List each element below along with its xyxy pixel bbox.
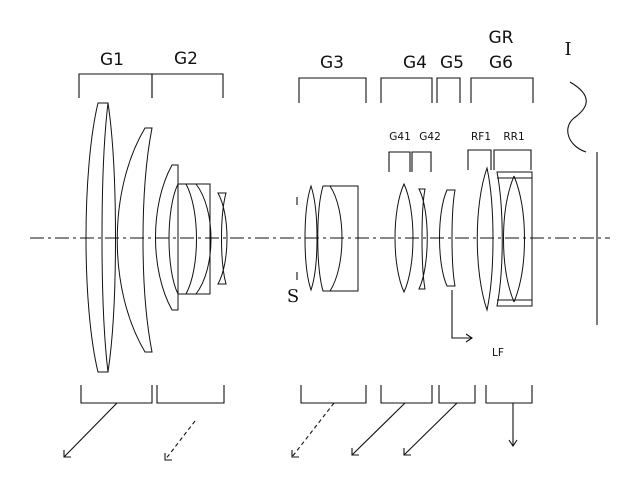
label-rr1: RR1 xyxy=(503,131,524,143)
label-g6: G6 xyxy=(489,53,513,73)
lens-g5 xyxy=(439,189,456,287)
lf-leader xyxy=(451,290,472,339)
arrowhead-g2 xyxy=(164,453,172,461)
label-g41: G41 xyxy=(389,131,411,143)
label-rf1: RF1 xyxy=(471,131,491,143)
lens-g2-b-inner2 xyxy=(195,183,212,295)
bracket-g42 xyxy=(411,151,432,172)
sub-brackets xyxy=(388,149,532,172)
bracket-g1 xyxy=(78,73,153,98)
bracket-g3 xyxy=(298,77,367,103)
lens-rr1-cement-b xyxy=(513,175,525,303)
lens-g3-a xyxy=(304,184,318,292)
lens-g1-a-cement xyxy=(107,102,116,373)
label-gr: GR xyxy=(489,28,514,48)
top-brackets xyxy=(78,73,534,103)
bottom-bracket-g2 xyxy=(156,385,225,404)
lens-g3-b-cement xyxy=(329,185,343,292)
lens-g3-b xyxy=(317,185,359,292)
lens-g42 xyxy=(418,188,428,290)
bracket-g2 xyxy=(151,73,224,98)
lens-group-g5: LF xyxy=(439,189,504,359)
lens-group-g6 xyxy=(476,166,533,312)
arrow-g4 xyxy=(351,402,406,456)
bracket-g5 xyxy=(436,77,461,103)
lens-group-g2 xyxy=(155,164,228,311)
arrowhead-g1 xyxy=(63,450,71,458)
bottom-bracket-g6 xyxy=(485,385,533,404)
label-g5: G5 xyxy=(440,53,464,73)
lens-g41 xyxy=(394,182,414,294)
lens-g2-b xyxy=(168,183,211,295)
bottom-bracket-g1 xyxy=(80,385,153,404)
lens-g2-a xyxy=(155,164,179,311)
aperture-stop: S xyxy=(287,197,299,307)
arrowhead-g3 xyxy=(291,450,299,458)
label-lf: LF xyxy=(492,347,504,359)
lens-g2-c xyxy=(217,192,228,285)
arrowhead-g6 xyxy=(508,439,518,447)
bracket-g41 xyxy=(388,151,411,172)
arrowhead-g4 xyxy=(351,448,359,456)
bracket-rf1 xyxy=(467,149,492,170)
bottom-bracket-g3 xyxy=(300,385,367,404)
bracket-g6 xyxy=(470,77,534,103)
label-g3: G3 xyxy=(320,53,344,73)
lens-g1-b xyxy=(116,127,153,353)
label-g1: G1 xyxy=(100,50,124,70)
label-image-plane: I xyxy=(564,39,571,60)
lens-rr1-cement-a xyxy=(503,175,515,303)
lens-group-g4 xyxy=(394,182,428,294)
arrow-g1 xyxy=(63,402,118,458)
image-plane-wave xyxy=(567,81,587,153)
lens-group-g1 xyxy=(85,102,153,373)
lf-arrowhead xyxy=(465,333,473,343)
movement-arrows xyxy=(63,402,518,461)
bracket-g4 xyxy=(380,77,433,103)
bracket-rr1 xyxy=(493,149,532,170)
lens-group-g3 xyxy=(304,184,359,292)
lens-rf1 xyxy=(476,166,494,312)
label-g42: G42 xyxy=(419,131,441,143)
label-g2: G2 xyxy=(174,49,198,69)
lens-g2-b-inner xyxy=(185,183,197,295)
label-stop: S xyxy=(287,286,299,307)
bottom-bracket-g5 xyxy=(438,385,476,404)
arrow-g2 xyxy=(164,420,196,461)
arrow-g5 xyxy=(403,402,458,456)
arrow-g3 xyxy=(291,402,335,458)
bottom-brackets xyxy=(80,385,533,404)
label-g4: G4 xyxy=(403,53,427,73)
bottom-bracket-g4 xyxy=(380,385,433,404)
arrowhead-g5 xyxy=(403,448,411,456)
lens-rr1 xyxy=(496,171,533,307)
